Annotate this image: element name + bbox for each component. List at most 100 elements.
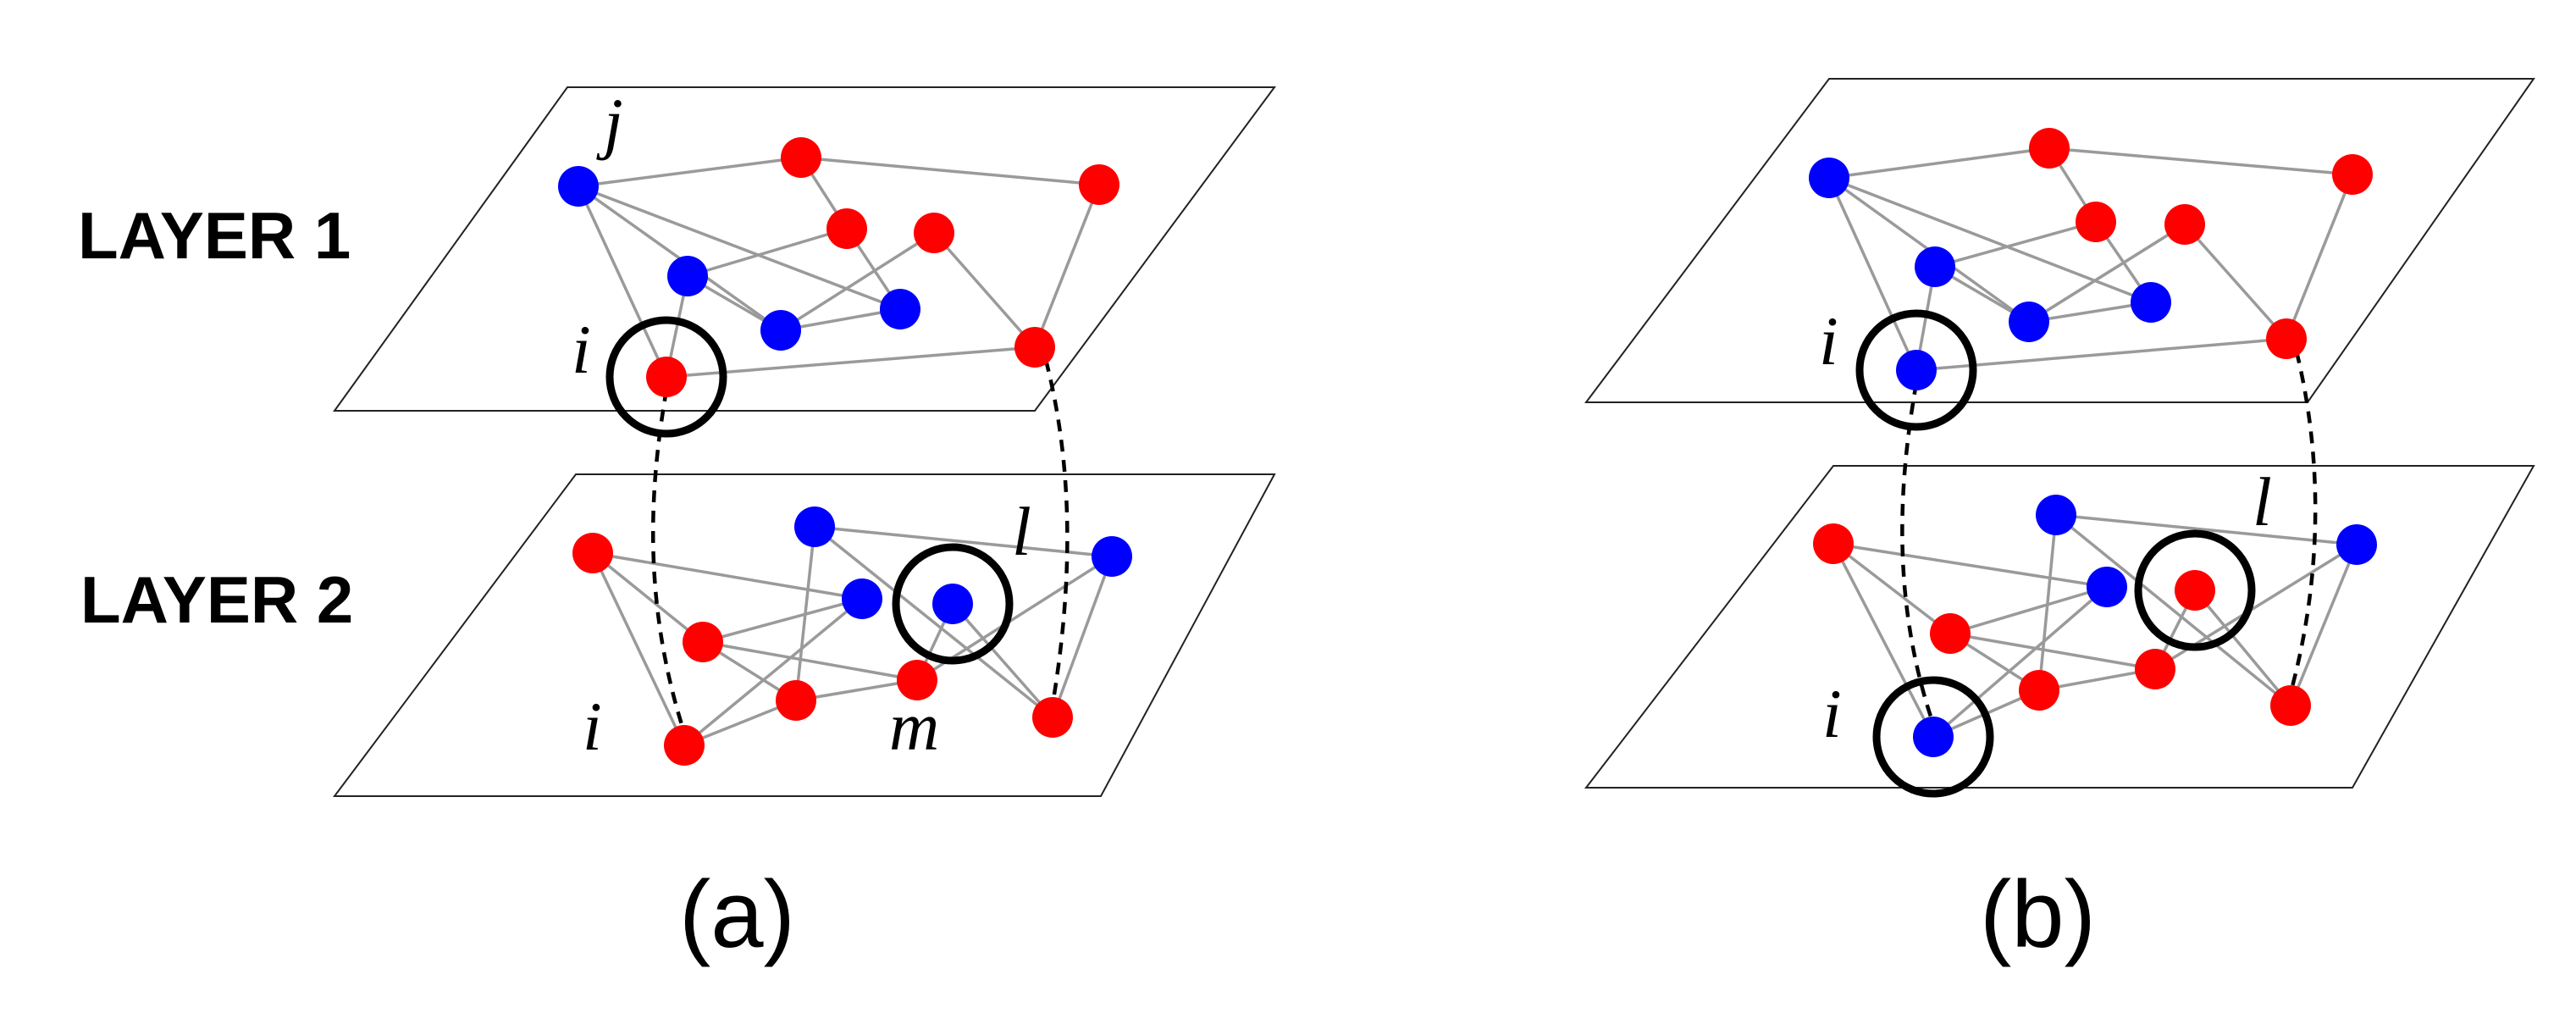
panel-b-interlink-right: [2288, 351, 2318, 694]
panel-b-interlink-i: [1900, 382, 1936, 725]
panel-b-highlight-ring-i-top: [1855, 309, 1977, 431]
node-j: [558, 166, 599, 207]
node: [1809, 158, 1849, 198]
node-i-layer-2: [1913, 717, 1954, 757]
edge: [814, 525, 1113, 558]
edge: [932, 231, 1036, 349]
node: [1032, 697, 1073, 738]
node: [2336, 524, 2377, 565]
node-i-layer-1: [1896, 350, 1937, 390]
edge: [2183, 223, 2288, 340]
layer-2-label: LAYER 2: [80, 562, 353, 637]
edge: [1949, 585, 2108, 635]
panel-b-layer-2-plane: [1584, 465, 2535, 789]
edge: [687, 227, 848, 278]
panel-b-highlight-ring-i-bottom: [1872, 676, 1994, 798]
edge: [1832, 542, 2108, 589]
node: [2029, 128, 2070, 169]
panel-b-label: (b): [1980, 861, 2096, 967]
node: [781, 137, 821, 178]
node: [2009, 302, 2049, 342]
panel-a-highlight-ring-l: [892, 543, 1014, 665]
node-label-l: l: [2253, 463, 2272, 540]
node: [1092, 536, 1132, 577]
panel-a-interlink-i: [650, 389, 687, 733]
edge: [1827, 177, 1918, 371]
edge: [1932, 585, 2109, 739]
edge: [795, 678, 918, 702]
node-l: [932, 584, 973, 624]
node: [2087, 567, 2127, 607]
edge: [780, 231, 935, 332]
node-l: [2175, 570, 2215, 611]
edge: [2048, 147, 2353, 176]
node: [2076, 202, 2116, 242]
node-label-i-top: i: [1819, 302, 1838, 379]
panel-a-label: (a): [679, 861, 795, 967]
panel-b: i i l (b): [1584, 78, 2535, 967]
node-label-m: m: [889, 688, 939, 765]
edge: [2285, 174, 2354, 340]
layer-1-label: LAYER 1: [78, 198, 351, 273]
panel-a-layer-2-nodes: [572, 506, 1132, 766]
edge: [702, 640, 918, 682]
node: [842, 578, 882, 619]
node: [2332, 154, 2373, 195]
node: [667, 256, 708, 296]
node: [572, 533, 613, 573]
panel-b-highlight-ring-l: [2134, 529, 2256, 651]
panel-b-layer-1-plane: [1584, 78, 2535, 403]
edge: [591, 551, 705, 644]
node-label-j: j: [596, 84, 623, 161]
edge: [2028, 223, 2186, 324]
edge: [1828, 176, 2152, 304]
node-label-i-top: i: [572, 311, 591, 388]
edge: [2055, 513, 2358, 546]
node: [2164, 204, 2205, 245]
node-i-layer-2: [664, 725, 705, 766]
edge: [702, 597, 863, 644]
edge: [800, 156, 1100, 186]
edge: [683, 597, 864, 747]
edge: [951, 602, 1054, 719]
edge: [577, 185, 668, 378]
panel-a: j i i l m (a): [333, 84, 1276, 967]
node: [2019, 670, 2059, 711]
node: [914, 213, 954, 253]
node: [760, 310, 801, 351]
node: [2270, 685, 2311, 726]
edge: [1832, 542, 1952, 635]
edge: [578, 156, 802, 188]
node-i-layer-1: [646, 357, 687, 397]
panel-a-layer-1-nodes: [558, 137, 1119, 397]
node-label-i-bottom: i: [583, 688, 602, 765]
edge: [2028, 301, 2152, 324]
node-m: [897, 660, 937, 700]
panel-a-layer-1-plane: [333, 86, 1276, 412]
panel-a-interlink-right: [1043, 359, 1070, 706]
node: [683, 622, 723, 662]
node: [826, 208, 867, 249]
node: [880, 289, 920, 329]
edge: [2289, 544, 2358, 706]
panel-b-layer-1-edges: [1827, 147, 2354, 372]
node: [1930, 613, 1971, 654]
node: [1079, 164, 1119, 205]
edge: [592, 551, 863, 601]
edge: [1832, 543, 1935, 738]
panel-a-highlight-ring-i: [605, 316, 727, 438]
edge: [813, 525, 1054, 719]
panel-b-layer-2-nodes: [1813, 495, 2377, 757]
edge: [666, 346, 1036, 379]
edge: [1915, 337, 2287, 372]
node: [1014, 327, 1055, 368]
edge: [1033, 184, 1101, 348]
node: [2266, 318, 2307, 359]
edge: [2193, 589, 2292, 707]
node-label-l: l: [1012, 493, 1031, 570]
edge: [1828, 147, 2050, 180]
edge: [2054, 513, 2292, 707]
panel-a-layer-2-plane: [333, 473, 1276, 797]
node-label-i-bottom: i: [1822, 675, 1842, 752]
